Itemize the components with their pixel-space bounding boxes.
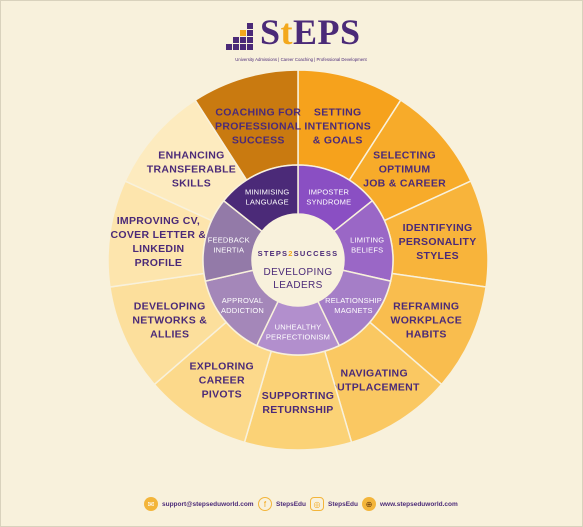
footer-instagram[interactable]: ◎ StepsEdu xyxy=(310,496,358,512)
footer-email[interactable]: ✉ support@stepseduworld.com xyxy=(144,496,254,512)
email-icon: ✉ xyxy=(144,497,158,511)
globe-icon: ⊕ xyxy=(362,497,376,511)
center-brand: STEPS2SUCCESS xyxy=(258,249,339,258)
brand-name: StEPS xyxy=(260,12,361,52)
footer-website[interactable]: ⊕ www.stepseduworld.com xyxy=(362,496,458,512)
brand-tagline: University Admissions | Career Coaching … xyxy=(235,57,367,62)
center-circle xyxy=(252,214,344,306)
steps-logo: StEPS University Admissions | Career Coa… xyxy=(226,12,371,62)
instagram-text: StepsEdu xyxy=(328,500,358,508)
instagram-icon: ◎ xyxy=(310,497,324,511)
footer-facebook[interactable]: f StepsEdu xyxy=(258,496,306,512)
facebook-icon: f xyxy=(258,497,272,511)
facebook-text: StepsEdu xyxy=(276,500,306,508)
website-text: www.stepseduworld.com xyxy=(380,500,458,508)
logo-bars-icon xyxy=(226,23,253,50)
email-text: support@stepseduworld.com xyxy=(162,500,254,508)
contact-footer: ✉ support@stepseduworld.com f StepsEdu ◎… xyxy=(0,492,583,516)
